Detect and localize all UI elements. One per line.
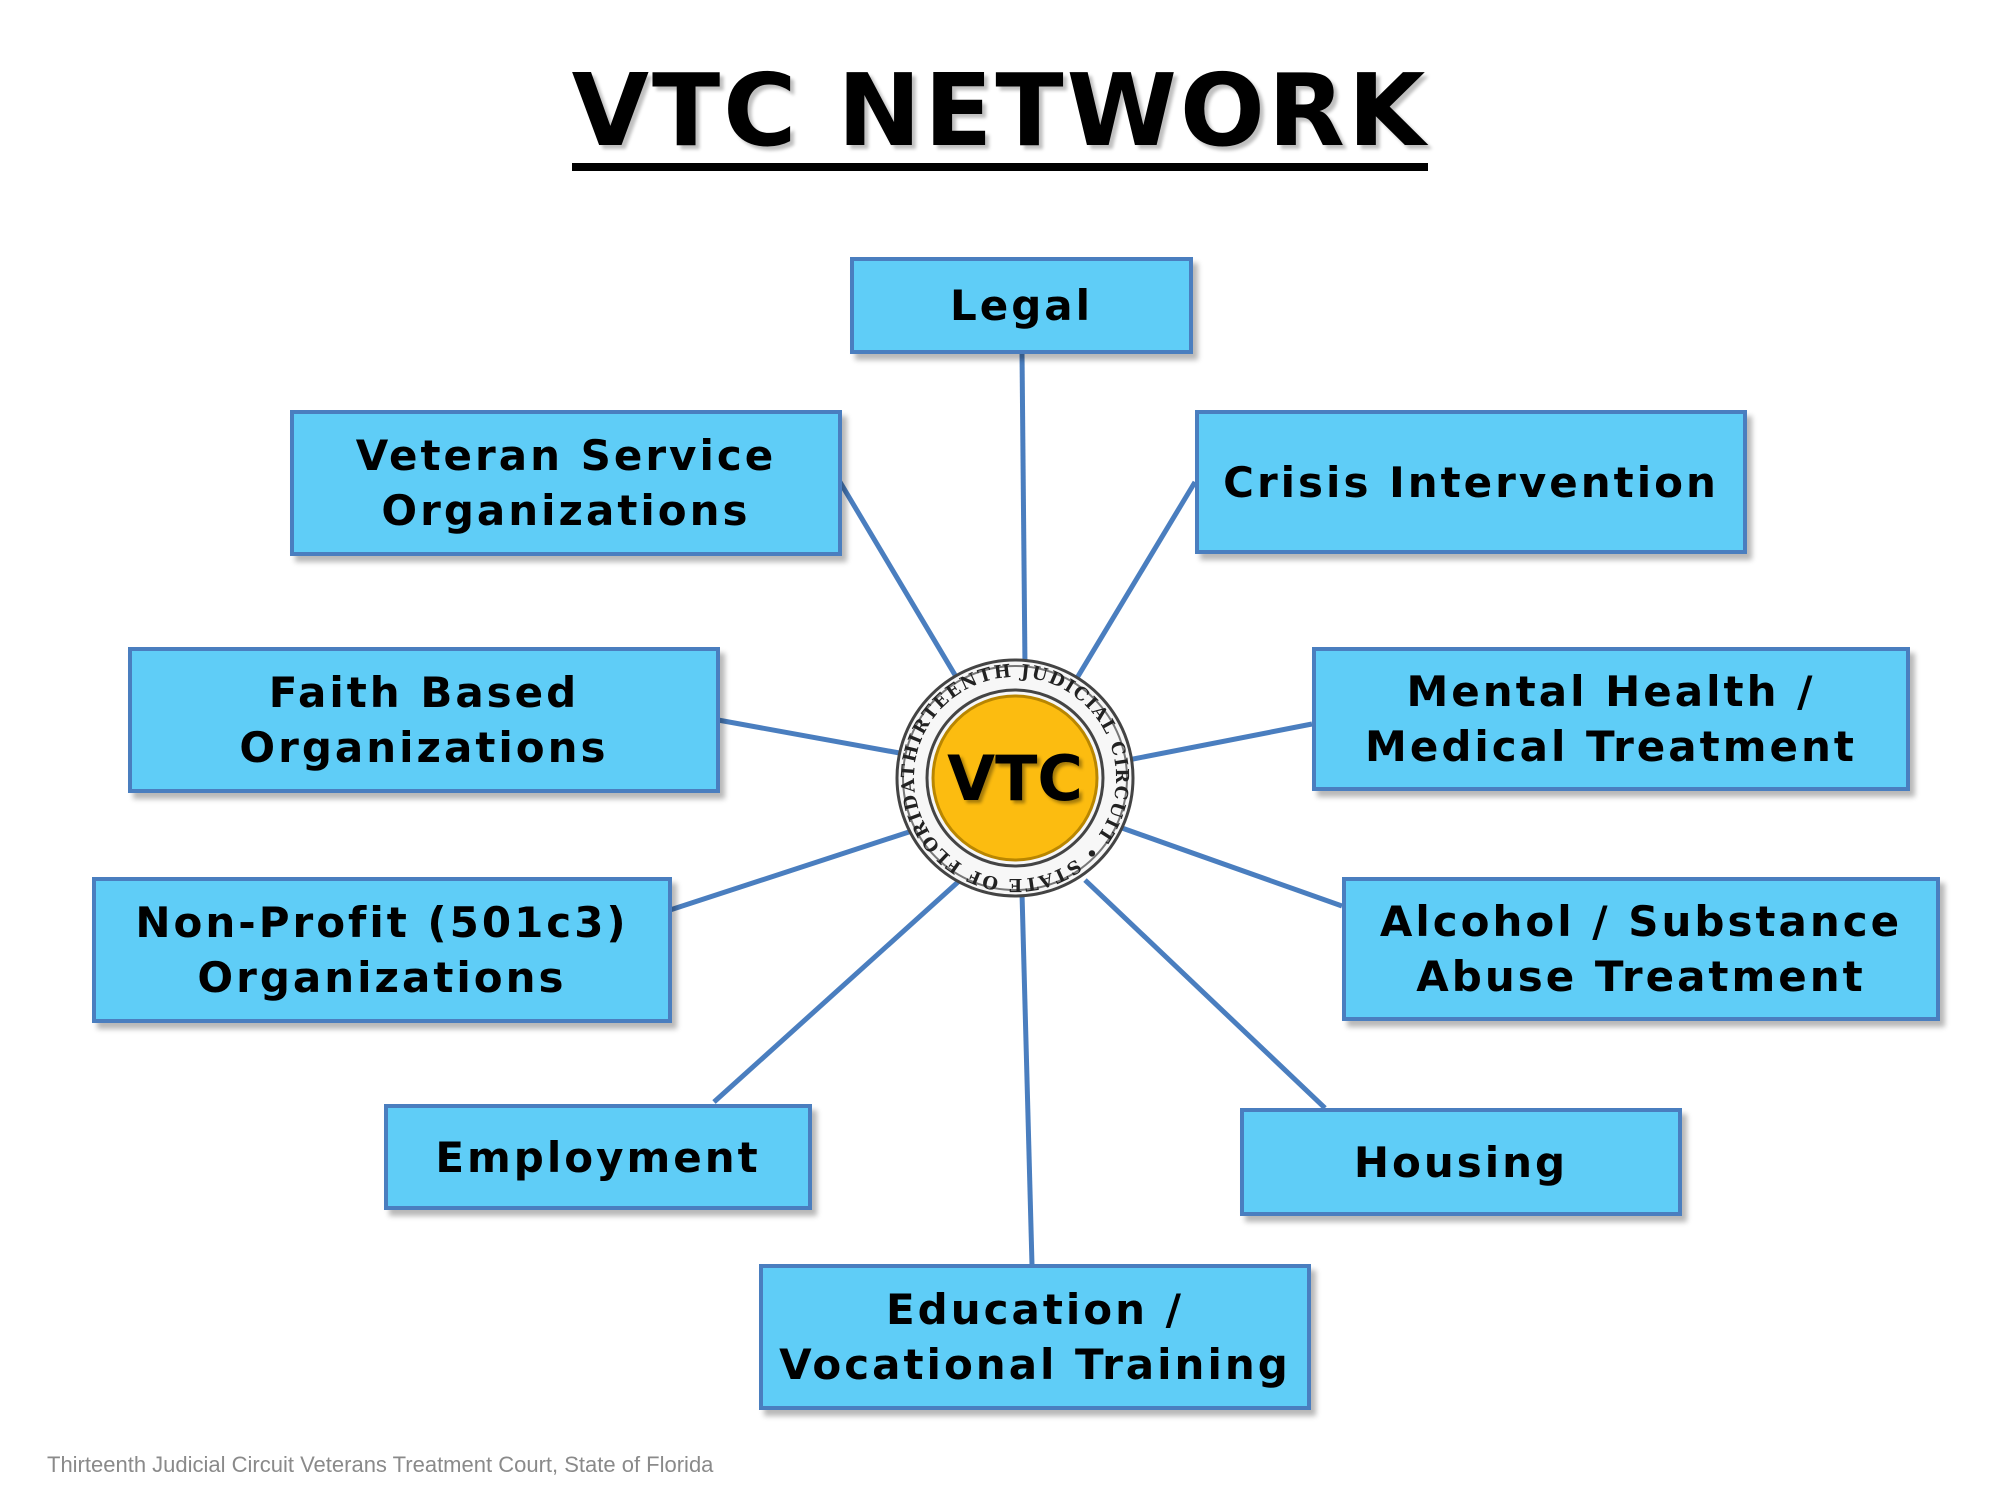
node-nonprofit: Non-Profit (501c3) Organizations: [92, 877, 672, 1023]
node-crisis-intervention: Crisis Intervention: [1195, 410, 1747, 554]
connector-employment: [712, 880, 960, 1104]
node-label: Housing: [1353, 1137, 1569, 1187]
connector-education: [1019, 892, 1035, 1266]
node-mental-health: Mental Health / Medical Treatment: [1312, 647, 1910, 791]
connector-faith: [717, 717, 906, 757]
node-faith-based: Faith Based Organizations: [128, 647, 720, 793]
connector-housing: [1083, 878, 1327, 1110]
node-veteran-service: Veteran Service Organizations: [290, 410, 842, 556]
node-label: Employment: [435, 1132, 761, 1182]
node-label: Veteran Service Organizations: [355, 431, 777, 535]
hub-label: VTC: [947, 741, 1083, 815]
node-housing: Housing: [1240, 1108, 1682, 1216]
connector-mental: [1127, 721, 1313, 763]
connector-crisis: [1074, 480, 1198, 680]
node-label: Education / Vocational Training: [779, 1285, 1291, 1389]
title-text: VTC NETWORK: [571, 52, 1429, 171]
node-label: Legal: [949, 281, 1094, 330]
connector-alcohol: [1121, 825, 1343, 909]
connector-veteran: [837, 480, 961, 682]
node-employment: Employment: [384, 1104, 812, 1210]
footer-credit: Thirteenth Judicial Circuit Veterans Tre…: [47, 1452, 714, 1477]
diagram-title: VTC NETWORK: [0, 58, 2000, 171]
node-label: Crisis Intervention: [1223, 457, 1719, 507]
node-label: Non-Profit (501c3) Organizations: [135, 898, 629, 1002]
vtc-hub-seal: THIRTEENTH JUDICIAL CIRCUIT • STATE OF F…: [895, 658, 1135, 898]
node-label: Mental Health / Medical Treatment: [1365, 667, 1857, 771]
node-legal: Legal: [850, 257, 1193, 354]
node-education: Education / Vocational Training: [759, 1264, 1311, 1410]
connector-nonprofit: [669, 827, 916, 913]
node-alcohol-substance: Alcohol / Substance Abuse Treatment: [1342, 877, 1940, 1021]
node-label: Alcohol / Substance Abuse Treatment: [1379, 897, 1903, 1001]
node-label: Faith Based Organizations: [239, 668, 609, 772]
connector-legal: [1019, 351, 1028, 669]
